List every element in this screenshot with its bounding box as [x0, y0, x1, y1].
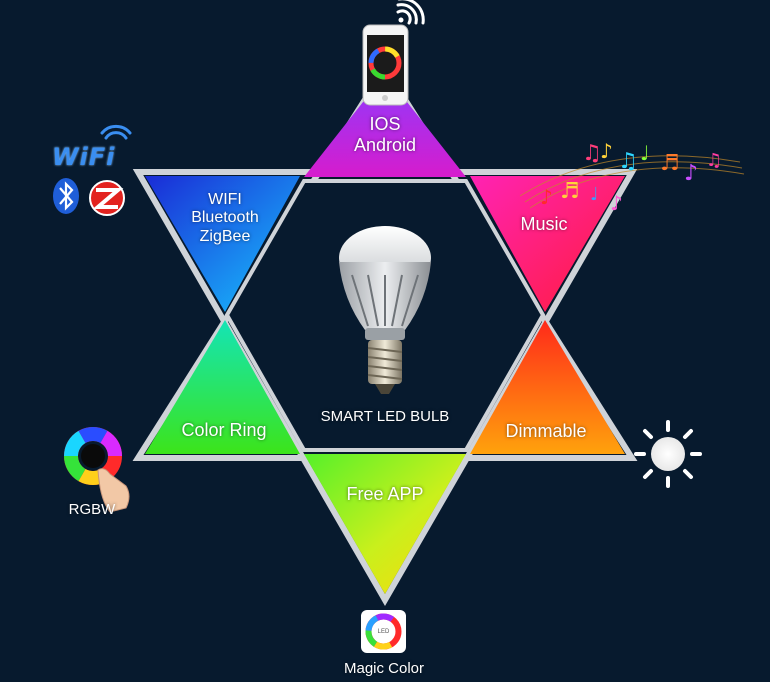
wifi-logo-text: WiFi — [52, 143, 116, 171]
label-dimmable: Dimmable — [505, 421, 587, 441]
triangle-bottom — [304, 454, 466, 594]
triangle-lower-right — [470, 320, 625, 454]
label-ios-android: IOS Android — [325, 114, 445, 155]
wireless-signal-icon — [396, 0, 425, 25]
svg-text:♬: ♬ — [560, 179, 580, 204]
label-bluetooth: Bluetooth — [191, 209, 259, 227]
svg-text:♬: ♬ — [660, 151, 680, 176]
svg-text:♫: ♫ — [706, 150, 722, 171]
svg-text:♪: ♪ — [600, 139, 613, 163]
label-wifi: WIFI — [208, 191, 242, 208]
sun-icon — [634, 420, 702, 488]
svg-text:♩: ♩ — [640, 141, 649, 165]
label-connectivity: WIFI Bluetooth ZigBee — [165, 191, 285, 246]
triangle-top — [304, 74, 466, 177]
smartphone-icon — [362, 24, 409, 106]
svg-text:♪: ♪ — [610, 191, 623, 215]
magic-color-app-icon: LED — [361, 610, 406, 653]
zigbee-icon — [89, 180, 125, 216]
triangle-upper-left — [145, 176, 300, 312]
smart-bulb-icon — [339, 226, 431, 394]
triangle-upper-right — [470, 176, 625, 312]
triangle-lower-left — [145, 320, 300, 454]
svg-text:♪: ♪ — [540, 185, 553, 209]
label-zigbee: ZigBee — [199, 227, 251, 245]
label-free-app: Free APP — [346, 484, 424, 504]
svg-text:♫: ♫ — [618, 149, 638, 174]
label-magic-color: Magic Color — [343, 660, 425, 677]
music-notes-icon: ♫ ♪ ♫ ♩ ♬ ♪ ♫ ♪ ♬ ♩ ♪ — [519, 139, 745, 215]
app-badge-text: LED — [378, 629, 390, 635]
label-android: Android — [353, 134, 417, 155]
bluetooth-icon — [53, 178, 79, 214]
label-ios: IOS — [369, 114, 401, 134]
label-color-ring: Color Ring — [181, 420, 267, 440]
svg-text:♪: ♪ — [684, 161, 698, 186]
color-wheel-icon — [64, 427, 130, 513]
svg-text:♫: ♫ — [582, 141, 602, 166]
wifi-waves-icon — [100, 124, 132, 140]
label-rgbw: RGBW — [68, 501, 116, 518]
label-smart-led-bulb: SMART LED BULB — [320, 408, 450, 425]
label-music: Music — [520, 214, 568, 234]
svg-text:♩: ♩ — [590, 184, 599, 205]
